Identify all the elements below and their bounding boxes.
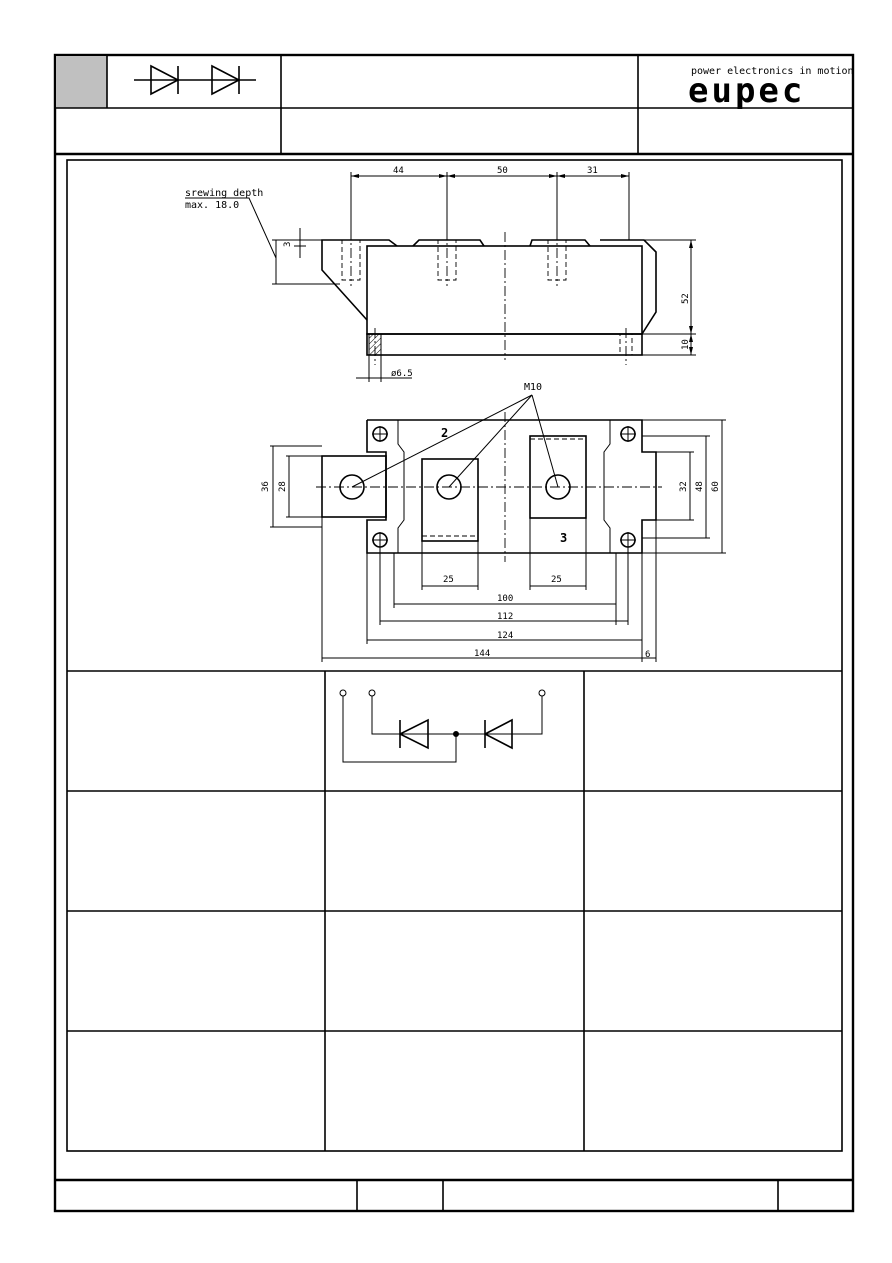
dim-28: 28 <box>278 481 288 492</box>
sheet-frame <box>53 53 855 1213</box>
header-block <box>55 55 853 154</box>
dim-100: 100 <box>497 594 513 604</box>
terminal-2-label: 2 <box>441 426 448 440</box>
footer-block <box>356 1180 779 1211</box>
dim-60: 60 <box>711 481 721 492</box>
screwing-depth-max: max. 18.0 <box>185 200 239 211</box>
diode-series-schematic-icon <box>339 689 546 763</box>
drawing-panel-frame <box>66 159 843 1152</box>
dim-6: 6 <box>645 650 650 660</box>
brand-tagline: power electronics in motion <box>691 66 854 77</box>
side-view <box>185 172 696 382</box>
dim-52: 52 <box>681 293 691 304</box>
dim-31: 31 <box>587 166 598 176</box>
dim-3: 3 <box>283 242 293 247</box>
dim-36: 36 <box>261 481 271 492</box>
top-view <box>270 394 726 662</box>
eupec-logo: power electronics in motion eupec <box>688 66 854 111</box>
dim-50: 50 <box>497 166 508 176</box>
thread-callout: M10 <box>524 382 542 393</box>
brand-logo: eupec <box>688 71 805 111</box>
dim-tab-left: 25 <box>443 575 454 585</box>
dim-44: 44 <box>393 166 404 176</box>
dim-144: 144 <box>474 649 490 659</box>
dim-48: 48 <box>695 481 705 492</box>
dim-hole-diameter: ø6.5 <box>391 369 413 379</box>
dim-112: 112 <box>497 612 513 622</box>
double-diode-icon <box>134 64 256 96</box>
dim-tab-right: 25 <box>551 575 562 585</box>
terminal-3-label: 3 <box>560 531 567 545</box>
dim-32: 32 <box>679 481 689 492</box>
dim-10: 10 <box>681 339 691 350</box>
grey-corner-cell <box>56 56 107 108</box>
dim-124: 124 <box>497 631 513 641</box>
screwing-depth-note: srewing depth <box>185 188 263 199</box>
